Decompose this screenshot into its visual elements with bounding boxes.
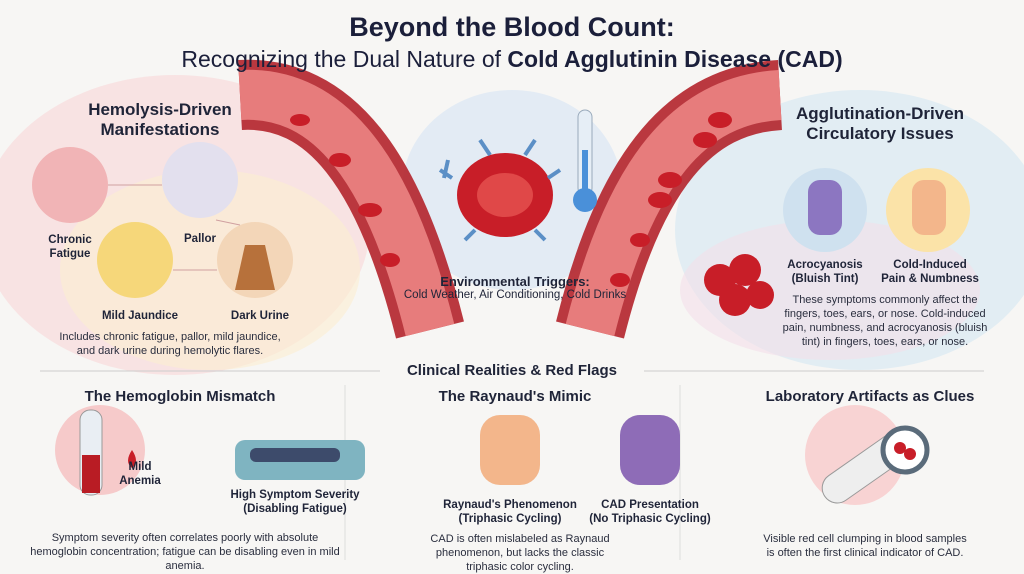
lab-description: Visible red cell clumping in blood sampl… [763, 533, 967, 559]
label-line: Raynaud's Phenomenon [443, 499, 577, 511]
label-high-severity: High Symptom Severity (Disabling Fatigue) [225, 488, 365, 516]
section-title: Clinical Realities & Red Flags [406, 362, 618, 379]
raynaud-description: CAD is often mislabeled as Raynaud pheno… [430, 533, 610, 573]
label-mild-anemia: Mild Anemia [119, 461, 161, 487]
subtitle-prefix: Recognizing the Dual Nature of [181, 46, 508, 72]
triggers-text: Cold Weather, Air Conditioning, Cold Dri… [403, 289, 627, 301]
label-line: High Symptom Severity [230, 489, 360, 501]
triggers-heading: Environmental Triggers: [440, 274, 590, 289]
hemolysis-description: Includes chronic fatigue, pallor, mild j… [59, 331, 281, 357]
main-title: Beyond the Blood Count: [349, 12, 675, 42]
label-cad-presentation: CAD Presentation (No Triphasic Cycling) [580, 498, 720, 526]
heading-line: Agglutination-Driven [795, 104, 965, 123]
label-line: CAD Presentation [601, 499, 699, 511]
agglutination-description: These symptoms commonly affect the finge… [782, 294, 988, 348]
panel-title-hemoglobin: The Hemoglobin Mismatch [84, 388, 276, 405]
label-line: Acrocyanosis [787, 259, 863, 271]
label-chronic-fatigue: Chronic Fatigue [48, 234, 92, 260]
subtitle: Recognizing the Dual Nature of Cold Aggl… [0, 46, 1024, 73]
label-dark-urine: Dark Urine [230, 310, 290, 322]
panel-title-lab: Laboratory Artifacts as Clues [765, 388, 975, 405]
heading-line: Circulatory Issues [806, 124, 954, 143]
label-line: (Bluish Tint) [791, 273, 859, 285]
heading-line: Manifestations [100, 120, 220, 139]
hemoglobin-description: Symptom severity often correlates poorly… [30, 532, 340, 572]
label-acrocyanosis: Acrocyanosis (Bluish Tint) [780, 258, 870, 286]
heading-line: Hemolysis-Driven [88, 100, 232, 119]
label-line: (No Triphasic Cycling) [589, 513, 711, 525]
panel-title-raynaud: The Raynaud's Mimic [438, 388, 592, 405]
label-pallor: Pallor [184, 233, 216, 245]
label-line: (Disabling Fatigue) [243, 503, 347, 515]
label-raynaud: Raynaud's Phenomenon (Triphasic Cycling) [440, 498, 580, 526]
label-line: Cold-Induced [893, 259, 967, 271]
label-line: (Triphasic Cycling) [458, 513, 562, 525]
label-mild-jaundice: Mild Jaundice [101, 310, 179, 322]
environmental-triggers: Environmental Triggers: Cold Weather, Ai… [400, 274, 630, 301]
label-line: Pain & Numbness [881, 273, 979, 285]
subtitle-bold: Cold Agglutinin Disease (CAD) [507, 46, 843, 72]
